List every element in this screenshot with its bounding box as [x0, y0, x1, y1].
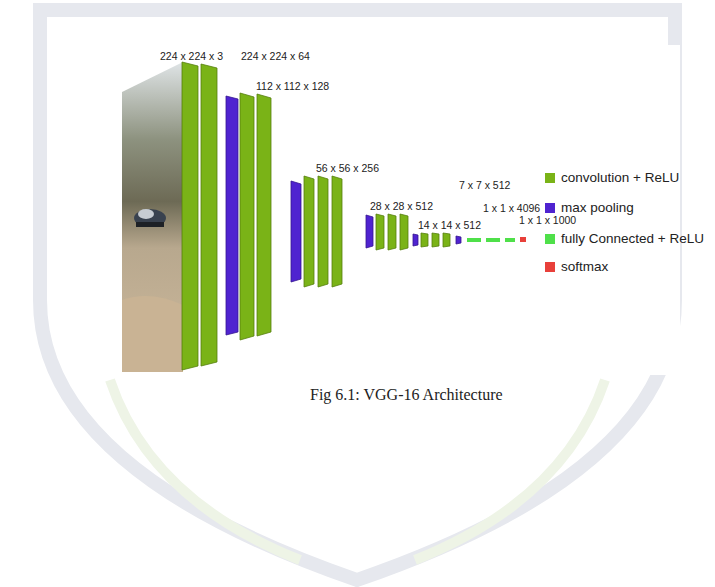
dimension-label: 14 x 14 x 512: [418, 219, 481, 231]
dimension-label: 56 x 56 x 256: [316, 162, 379, 174]
dimension-label: 224 x 224 x 3: [160, 50, 223, 62]
layer-slabs: [182, 62, 526, 370]
legend-row: softmax: [545, 259, 608, 275]
legend-row: fully Connected + ReLU: [545, 231, 704, 247]
watermark-laurel: [110, 380, 605, 560]
dimension-label: 7 x 7 x 512: [459, 179, 510, 191]
legend-text: softmax: [561, 259, 608, 275]
input-photo: [122, 62, 183, 372]
legend-swatch: [545, 234, 555, 244]
legend-text: max pooling: [561, 200, 634, 216]
legend-text: fully Connected + ReLU: [561, 231, 704, 247]
figure-caption: Fig 6.1: VGG-16 Architecture: [310, 386, 503, 404]
legend-swatch: [545, 262, 555, 272]
dimension-label: 1 x 1 x 4096: [483, 202, 540, 214]
dimension-label: 28 x 28 x 512: [370, 200, 433, 212]
legend-swatch: [545, 173, 555, 183]
dimension-label: 1 x 1 x 1000: [519, 214, 576, 226]
dimension-label: 224 x 224 x 64: [241, 50, 310, 62]
figure-ground: [115, 45, 680, 375]
legend-row: convolution + ReLU: [545, 170, 679, 186]
legend-text: convolution + ReLU: [561, 170, 679, 186]
legend-row: max pooling: [545, 200, 634, 216]
dimension-label: 112 x 112 x 128: [256, 80, 329, 92]
legend-swatch: [545, 203, 555, 213]
